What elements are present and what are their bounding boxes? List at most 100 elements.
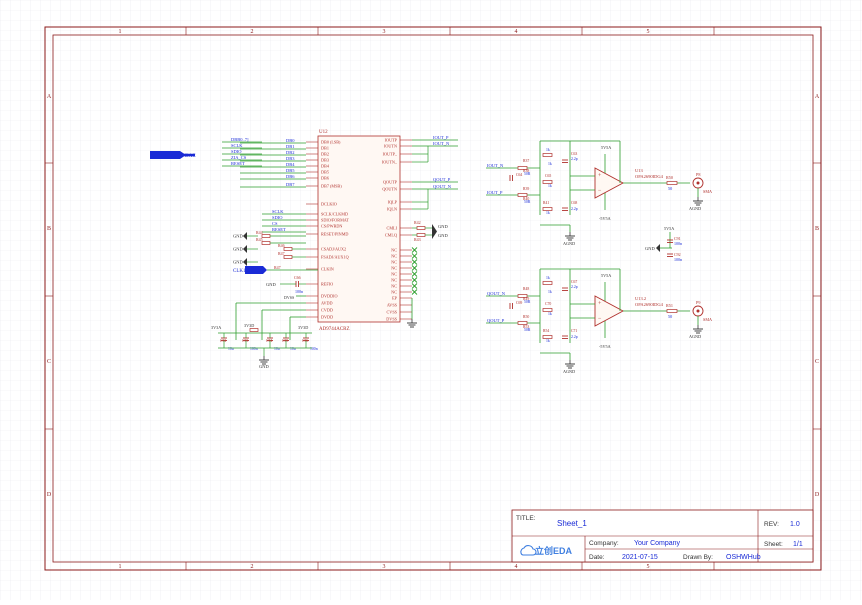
title-label: TITLE: [516,515,536,522]
frame-col-label-bottom: 3 [383,564,386,570]
dac-left-pin-name: AVDD [321,301,333,306]
amp-part-value: 50R [524,300,531,304]
amp-input-capacitor [509,303,513,309]
frame-col-label-bottom: 5 [647,564,650,570]
frame-col-label-top: 2 [251,29,254,35]
pull-resistor-ref: R46 [278,243,285,248]
title-block: TITLE: Sheet_1 REV: 1.0 Company: Your Co… [511,509,814,563]
amp-capacitor [562,287,568,291]
amp-part-ref: C63 [571,152,577,156]
bus-label: DBB0..7] [231,137,249,142]
bus-label: RESET [231,161,245,166]
decoup-cap-val: 100n [674,257,682,262]
amp-capacitor [562,159,568,163]
amp-part-ref: R38 [523,169,529,173]
company-value: Your Company [634,540,681,547]
frame-row-label-right: D [815,492,820,498]
amp-ground [565,232,575,241]
dac-left-pin-name: DB4 [321,164,330,169]
decoup-net-label: 5V5A [664,226,674,231]
dac-right-pin-name: IQLP [388,200,398,205]
amp-part-value: 1k [548,162,552,166]
amp-part-ref: R39 [523,187,529,191]
amp-part-ref: C67 [571,280,577,284]
nc-x-b [411,259,418,265]
sheet-value: 1/1 [793,541,803,548]
dac-right-pin-name: AVSS [387,303,398,308]
amp-part-ref: C64 [516,173,522,177]
amp-part-value: 50R [524,172,531,176]
supply-cap-ref: C73 [242,339,248,343]
no-connect-markers [407,247,418,328]
dac-left-pin-name: DVDD [321,315,333,320]
dac-left-pin-name: DB0 (LSB) [321,140,341,145]
frame-col-label-top: 4 [515,29,518,35]
dac-right-pin-name: QOUTN [382,187,397,192]
refio-gnd-label: GND [266,282,276,287]
cml-gnd-label: GND [438,233,448,238]
gnd-port-arrow [243,232,247,240]
amp-feedback-resistor [542,308,553,312]
opamp-supply-pos: 5V5A [601,145,611,150]
nc-x-b [411,277,418,283]
dac-right-pin-name: CMLI [387,226,398,231]
amp-input-resistor [517,193,528,197]
dac-right-pin-name: IOUTP_ [383,152,398,157]
dac-left-pin-name: SCLK/CLKMD [321,212,348,217]
opamp-minus: − [598,188,602,194]
dac-left-pin-name: DB5 [321,170,329,175]
gnd-port-arrow [243,245,247,253]
amp-input-label-n: QOUT_N [487,291,506,296]
dac-right-pin-name: NC [391,248,397,253]
drawn-value: OSHWHub [726,554,761,561]
dac-right-pin-name: IOUTP [385,138,398,143]
date-value: 2021-07-15 [622,554,658,561]
cml-resistor [416,226,426,230]
dac-right-pin-name: NC [391,260,397,265]
gnd-port-arrow [243,258,247,266]
dac-right-pin-name: IOUTN [384,144,397,149]
amp-part-ref: C65 [545,174,551,178]
supply-cap-val: 100n [250,347,258,351]
rev-value: 1.0 [790,521,800,528]
output-net-label: IOUT_P [433,135,449,140]
easyeda-logo: 立创EDA [520,545,573,556]
dac-left-pin-name: DCLKIO [321,202,337,207]
pull-resistor-ref: R44 [256,230,263,235]
decoup-cap-ref: C91 [674,236,681,241]
refio-cap-ref: C66 [294,275,301,280]
sma-agnd-label: AGND [689,206,701,211]
sheet-frame [44,26,822,571]
drawn-label: Drawn By: [683,554,713,561]
data-net-label: DB5 [286,168,295,173]
decoup-cap-ref: C92 [674,252,681,257]
supply-cap-val: 10u [228,347,234,351]
amp-part-ref: C69 [516,301,522,305]
amp-capacitor [562,207,568,211]
amp-part-ref: C70 [545,302,551,306]
amp-part-value: 1k [548,312,552,316]
dac-left-pin-name: DB7 (MSB) [321,184,342,189]
supply-cap-ref: C74 [266,339,272,343]
amp-feedback-resistor [542,180,553,184]
dac-left-pin-name: RESET/PINMD [321,232,348,237]
dac-right-pin-name: NC [391,254,397,259]
title-value: Sheet_1 [557,519,587,528]
output-resistor [666,309,678,313]
dac-left-pin-name: DB3 [321,158,329,163]
opamp-plus: + [598,301,602,307]
cml-resistor-ref: R42 [414,220,421,225]
opamp-symbol [594,167,624,199]
rev-label: REV: [764,521,779,528]
dvss-label: DVSS [284,295,294,300]
output-resistor [666,181,678,185]
dac-port-label: DAC [185,154,196,159]
sma-type: SMA [703,317,712,322]
sheet-label: Sheet: [764,541,783,548]
nc-x-b [411,265,418,271]
